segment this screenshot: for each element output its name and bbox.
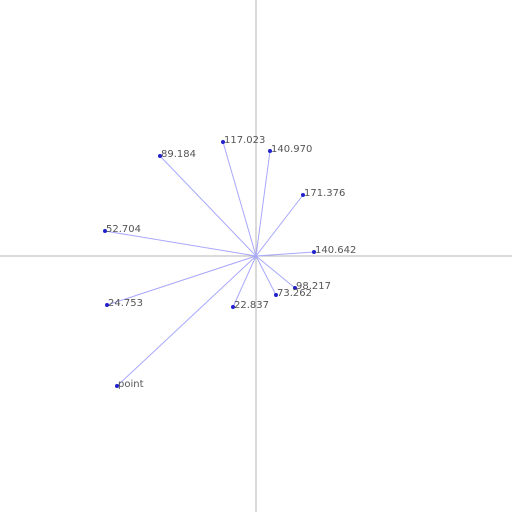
ray-group bbox=[104, 141, 315, 387]
data-point bbox=[301, 193, 305, 197]
ray-line bbox=[255, 255, 296, 289]
point-label: 171.376 bbox=[304, 188, 345, 199]
point-label: 52.704 bbox=[106, 224, 141, 235]
data-point bbox=[312, 250, 316, 254]
point-label: 98.217 bbox=[296, 281, 331, 292]
data-point bbox=[115, 384, 119, 388]
ray-line bbox=[255, 255, 277, 296]
ray-line bbox=[104, 230, 257, 257]
data-point bbox=[268, 149, 272, 153]
data-point bbox=[103, 229, 107, 233]
ray-line bbox=[255, 150, 271, 257]
point-label: point bbox=[118, 379, 144, 390]
point-label: 140.642 bbox=[315, 245, 356, 256]
ray-line bbox=[116, 255, 257, 387]
data-point bbox=[231, 305, 235, 309]
data-point bbox=[293, 286, 297, 290]
label-group: 117.023 140.970 89.184 171.376 52.704 140.642… bbox=[106, 135, 356, 390]
data-point bbox=[274, 293, 278, 297]
ray-line bbox=[255, 251, 315, 257]
point-label: 89.184 bbox=[161, 149, 196, 160]
data-point bbox=[105, 303, 109, 307]
ray-line bbox=[106, 255, 257, 306]
ray-line bbox=[222, 141, 257, 257]
ray-line bbox=[159, 155, 257, 257]
ray-line bbox=[255, 194, 304, 257]
point-label: 140.970 bbox=[271, 144, 312, 155]
ray-line bbox=[232, 255, 257, 308]
data-point bbox=[221, 140, 225, 144]
point-label: 73.262 bbox=[277, 288, 312, 299]
point-label: 24.753 bbox=[108, 298, 143, 309]
data-point bbox=[158, 154, 162, 158]
point-label: 117.023 bbox=[224, 135, 265, 146]
point-label: 22.837 bbox=[234, 300, 269, 311]
point-group bbox=[103, 140, 316, 388]
